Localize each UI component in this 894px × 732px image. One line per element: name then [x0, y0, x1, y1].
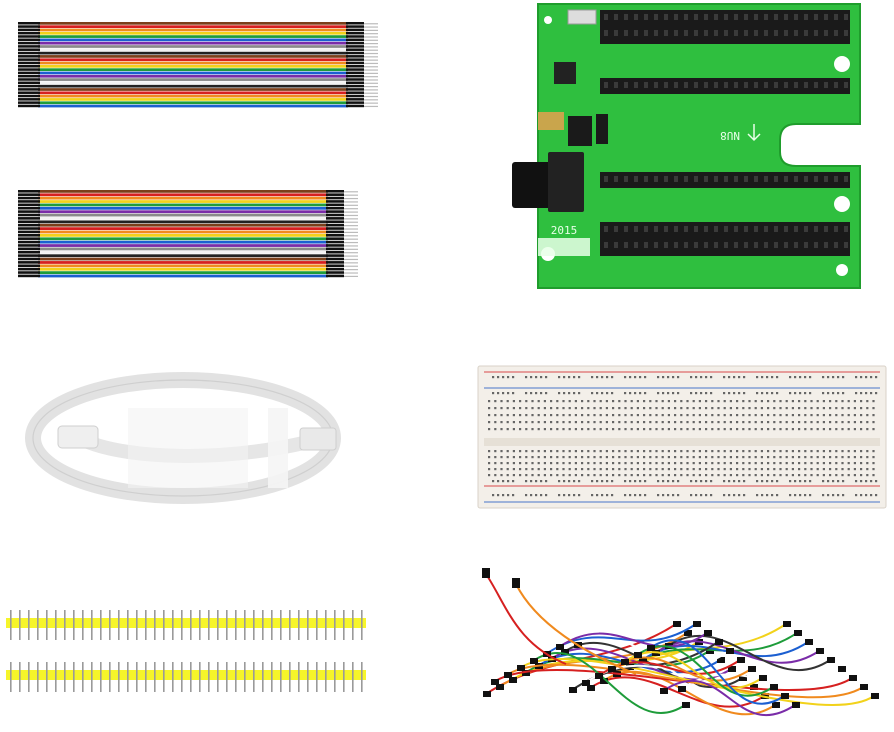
header-pins — [604, 14, 848, 248]
breadboard — [476, 364, 888, 510]
expansion-board: 2015 NU8 — [508, 2, 864, 290]
pin-header-graphic — [6, 610, 366, 692]
pcb-marking-label: NU8 — [720, 129, 740, 142]
jumper-wire-bundle — [446, 564, 890, 728]
pin-header-strips — [4, 600, 368, 696]
pcb-graphic: 2015 NU8 — [512, 3, 861, 289]
jumper-wires-graphic — [482, 568, 879, 717]
ribbon-cable-graphic — [18, 22, 378, 108]
breadboard-holes — [488, 376, 878, 497]
usb-cable — [18, 368, 353, 508]
ribbon-cable-graphic — [18, 190, 358, 278]
breadboard-graphic — [477, 365, 887, 509]
pcb-year-label: 2015 — [551, 224, 578, 237]
usb-cable-graphic — [25, 372, 341, 504]
arrow-icon — [747, 124, 761, 142]
dupont-ribbon-cable-top — [14, 10, 384, 120]
dupont-ribbon-cable-bottom — [14, 178, 364, 290]
